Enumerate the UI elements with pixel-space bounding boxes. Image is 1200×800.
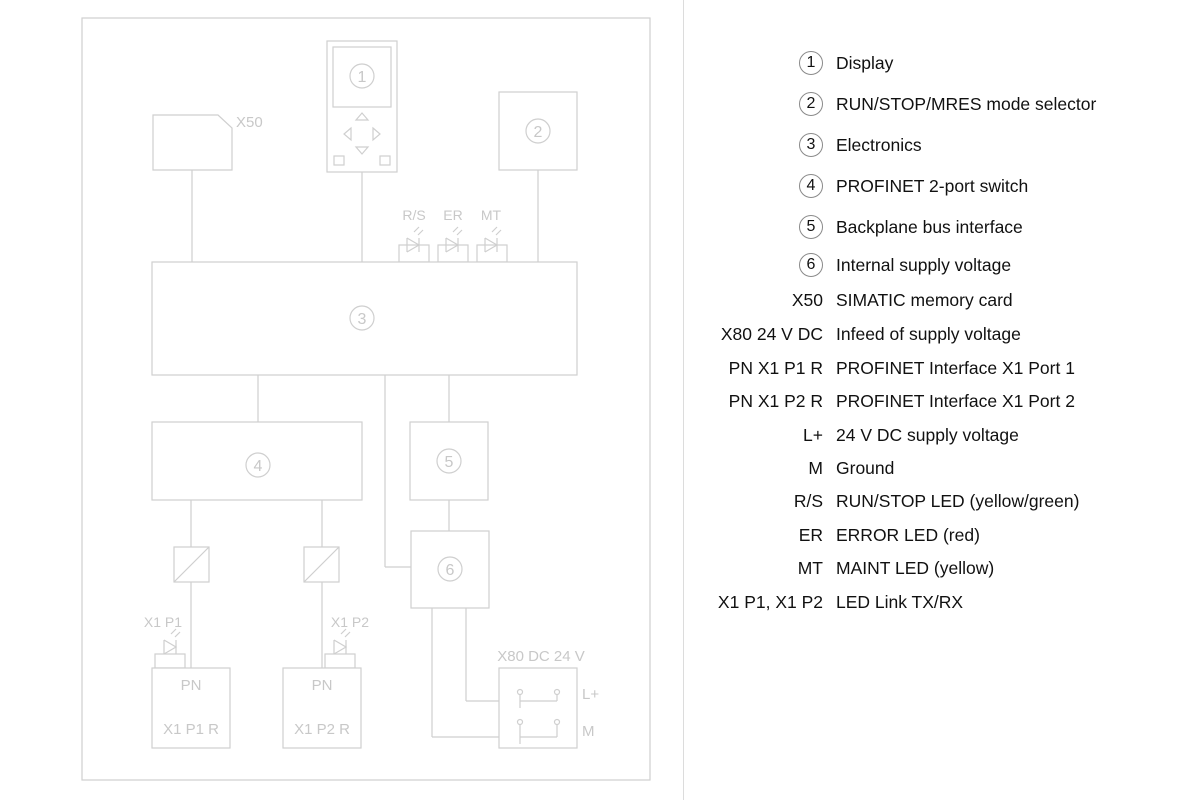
display-block-1: 1: [326, 40, 398, 173]
legend-key: X1 P1, X1 P2: [717, 591, 823, 612]
led-label-mt: MT: [481, 207, 502, 223]
legend-number-badge: 6: [799, 253, 823, 277]
legend-description: ERROR LED (red): [836, 524, 980, 545]
legend-key: MT: [797, 557, 823, 578]
svg-text:X1 P2 R: X1 P2 R: [294, 721, 350, 738]
electronics-block-3: 3: [151, 261, 578, 376]
legend-description: Backplane bus interface: [836, 216, 1023, 237]
legend-key: ER: [798, 524, 823, 545]
legend-description: Ground: [836, 457, 895, 478]
transformer-icon: [303, 546, 340, 583]
port-led-p2-icon: [324, 628, 356, 669]
legend-number-badge: 3: [799, 133, 823, 157]
legend-row: X1 P1, X1 P2 LED Link TX/RX: [690, 587, 1170, 617]
legend-description: Internal supply voltage: [836, 254, 1012, 275]
svg-text:6: 6: [446, 562, 455, 579]
legend-description: Display: [836, 52, 894, 73]
port-x1p1: PN X1 P1 R: [151, 667, 231, 749]
led-mt-icon: [476, 226, 508, 263]
diagram-frame: [81, 17, 651, 781]
legend-row: 1 Display: [690, 48, 1170, 78]
legend-description: PROFINET 2-port switch: [836, 175, 1029, 196]
panel-divider: [683, 0, 684, 800]
legend-description: RUN/STOP LED (yellow/green): [836, 490, 1080, 511]
legend-number-badge: 2: [799, 92, 823, 116]
legend-description: 24 V DC supply voltage: [836, 424, 1019, 445]
legend-key: R/S: [793, 490, 823, 511]
legend-row: X50 SIMATIC memory card: [690, 285, 1170, 315]
legend-row: 5 Backplane bus interface: [690, 212, 1170, 242]
legend-description: MAINT LED (yellow): [836, 557, 995, 578]
supply-block-6: 6: [410, 530, 490, 609]
display-arrow-down-icon: [354, 146, 370, 155]
port-led-p1-icon: [154, 628, 186, 669]
display-arrow-left-icon: [343, 126, 352, 142]
led-label-rs: R/S: [402, 207, 425, 223]
svg-text:X1 P1 R: X1 P1 R: [163, 721, 219, 738]
legend-key: L+: [803, 424, 823, 445]
legend-key: X50: [791, 289, 823, 310]
svg-text:5: 5: [445, 454, 454, 471]
led-er-icon: [437, 226, 469, 263]
legend-row: 6 Internal supply voltage: [690, 250, 1170, 280]
memory-card-label: X50: [236, 114, 263, 131]
block-diagram: X50 1 2 R/S ER MT: [81, 17, 651, 781]
legend-row: X80 24 V DC Infeed of supply voltage: [690, 319, 1170, 349]
legend-row: M Ground: [690, 453, 1170, 483]
display-arrow-up-icon: [354, 112, 370, 121]
memory-card-x50: [152, 114, 233, 171]
legend-description: SIMATIC memory card: [836, 289, 1013, 310]
legend-row: PN X1 P2 R PROFINET Interface X1 Port 2: [690, 386, 1170, 416]
led-label-er: ER: [443, 207, 462, 223]
legend-row: 4 PROFINET 2-port switch: [690, 171, 1170, 201]
legend-row: ER ERROR LED (red): [690, 520, 1170, 550]
port-x1p2: PN X1 P2 R: [282, 667, 362, 749]
connection-lines: [190, 170, 539, 738]
legend-description: RUN/STOP/MRES mode selector: [836, 93, 1097, 114]
legend-row: L+ 24 V DC supply voltage: [690, 420, 1170, 450]
legend-number-badge: 5: [799, 215, 823, 239]
svg-text:4: 4: [254, 458, 263, 475]
legend-number-badge: 4: [799, 174, 823, 198]
terminal-lplus-label: L+: [582, 686, 599, 703]
mode-selector-block-2: 2: [498, 91, 578, 171]
legend-row: MT MAINT LED (yellow): [690, 553, 1170, 583]
svg-text:1: 1: [358, 69, 367, 86]
port-led-label-p2: X1 P2: [331, 614, 369, 630]
terminal-m-label: M: [582, 723, 595, 740]
legend-row: R/S RUN/STOP LED (yellow/green): [690, 486, 1170, 516]
legend-description: Electronics: [836, 134, 922, 155]
legend-key: PN X1 P2 R: [728, 390, 823, 411]
display-arrow-right-icon: [372, 126, 381, 142]
status-leds: R/S ER MT: [398, 207, 508, 263]
supply-connector-label: X80 DC 24 V: [497, 648, 585, 665]
legend-key: PN X1 P1 R: [728, 357, 823, 378]
legend-description: LED Link TX/RX: [836, 591, 964, 612]
svg-text:3: 3: [358, 311, 367, 328]
svg-text:PN: PN: [181, 677, 202, 694]
legend-description: PROFINET Interface X1 Port 1: [836, 357, 1075, 378]
legend-key: X80 24 V DC: [720, 323, 823, 344]
port-led-label-p1: X1 P1: [144, 614, 182, 630]
svg-text:2: 2: [534, 124, 543, 141]
legend-number-badge: 1: [799, 51, 823, 75]
supply-connector-x80: [498, 667, 578, 749]
legend-row: 3 Electronics: [690, 130, 1170, 160]
transformer-icon: [173, 546, 210, 583]
legend-row: 2 RUN/STOP/MRES mode selector: [690, 89, 1170, 119]
svg-text:PN: PN: [312, 677, 333, 694]
legend-description: PROFINET Interface X1 Port 2: [836, 390, 1075, 411]
legend-row: PN X1 P1 R PROFINET Interface X1 Port 1: [690, 353, 1170, 383]
legend-key: M: [808, 457, 823, 478]
led-rs-icon: [398, 226, 430, 263]
legend-description: Infeed of supply voltage: [836, 323, 1021, 344]
backplane-block-5: 5: [409, 421, 489, 501]
switch-block-4: 4: [151, 421, 363, 501]
